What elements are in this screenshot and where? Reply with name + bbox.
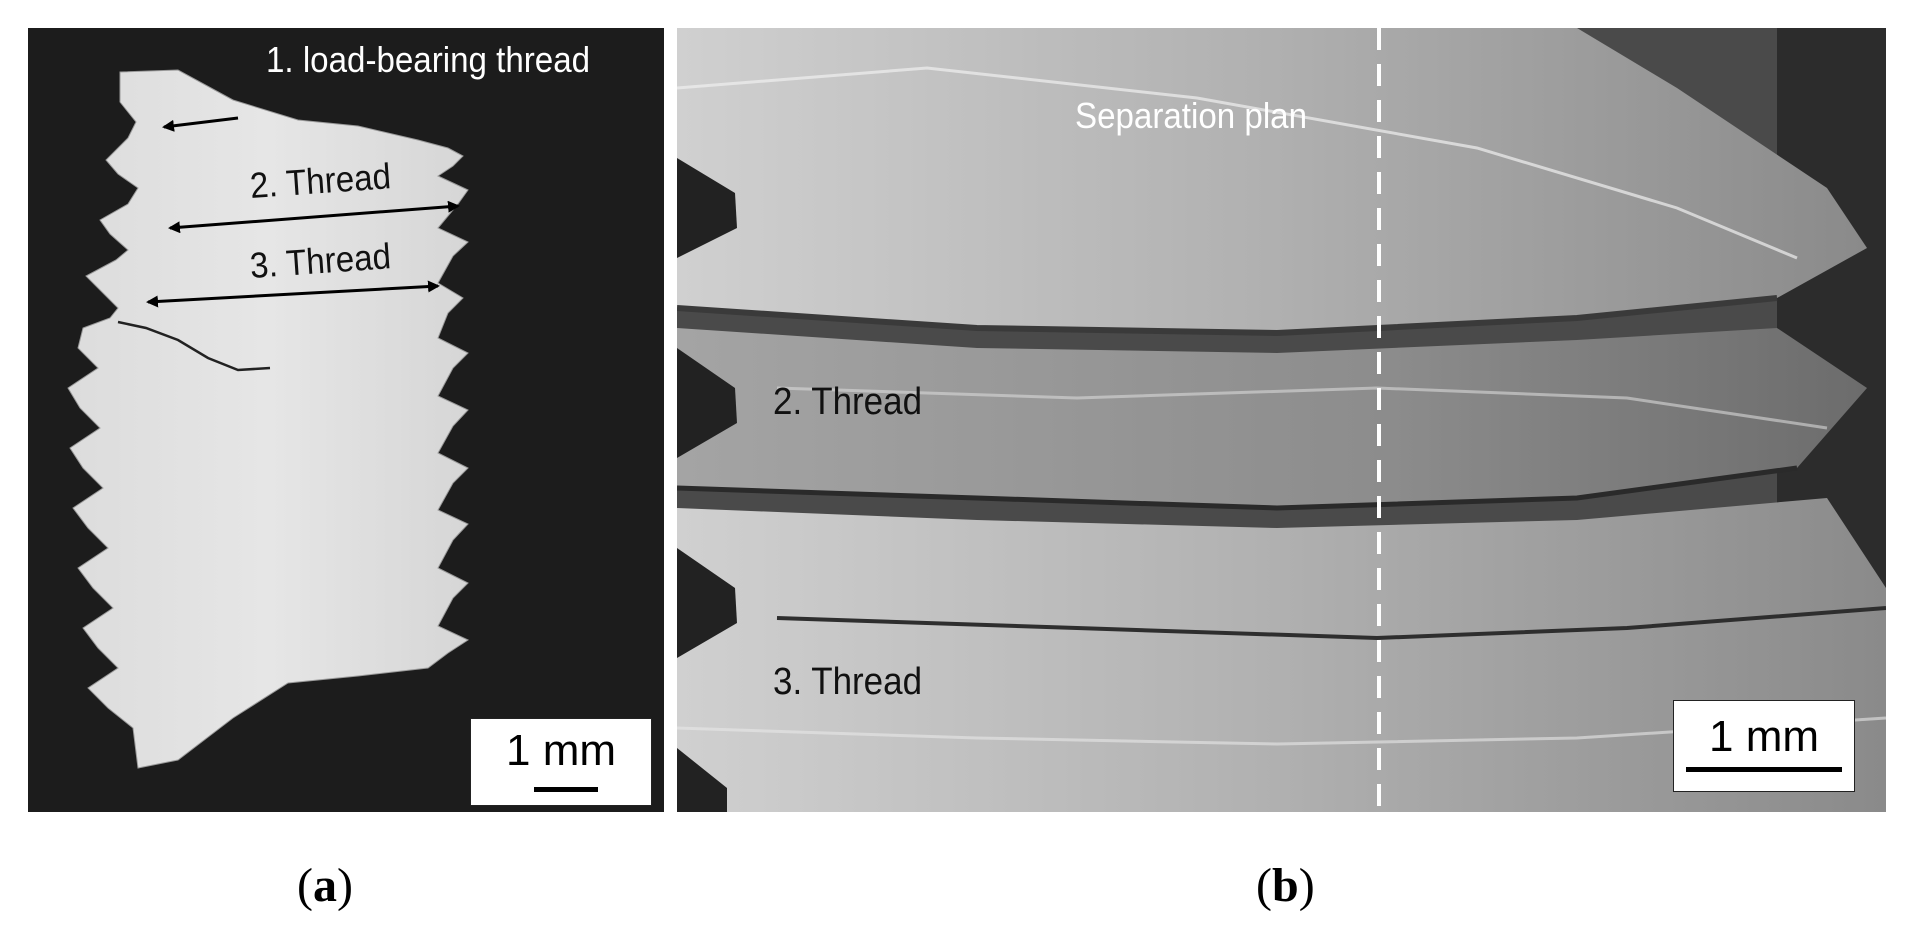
thread-2-label-b: 2. Thread (773, 381, 923, 423)
panel-b-sem-image: Separation plan 2. Thread 3. Thread 1 mm (677, 28, 1886, 812)
load-bearing-thread-label: 1. load-bearing thread (266, 39, 591, 80)
screw-cross-section-image (67, 69, 470, 769)
caption-a: (a) (297, 859, 353, 912)
thread-flank-2 (677, 328, 1867, 508)
arrow-thread-1 (162, 116, 239, 132)
thread-fracture-sem-image (677, 28, 1886, 812)
thread-root-1 (677, 158, 737, 258)
thread-flank-3 (677, 498, 1886, 812)
thread-root-3 (677, 548, 737, 658)
thread-root-4 (677, 748, 727, 812)
crack-line (117, 320, 271, 372)
caption-b: (b) (1256, 859, 1315, 912)
scale-label-b: 1 mm (1709, 712, 1819, 761)
scale-bar-line-a (534, 787, 598, 792)
cross-section-body (67, 69, 470, 769)
thread-3-label-b: 3. Thread (773, 661, 923, 703)
scale-label-a: 1 mm (506, 726, 616, 775)
thread-2-label-a: 2. Thread (248, 155, 393, 206)
scale-bar-b: 1 mm (1673, 700, 1855, 792)
arrow-thread-2 (168, 200, 460, 234)
caption-b-letter: b (1271, 859, 1299, 912)
caption-a-letter: a (312, 859, 337, 912)
thread-flank-1 (677, 28, 1867, 333)
thread-root-2 (677, 348, 737, 458)
scale-bar-a: 1 mm (470, 718, 652, 806)
arrow-thread-3 (146, 280, 440, 308)
panel-a-micrograph: 1. load-bearing thread 2. Thread 3. Thre… (28, 28, 664, 812)
scale-bar-line-b (1686, 767, 1842, 772)
separation-plan-label: Separation plan (1075, 95, 1308, 136)
thread-3-label-a: 3. Thread (248, 235, 393, 286)
